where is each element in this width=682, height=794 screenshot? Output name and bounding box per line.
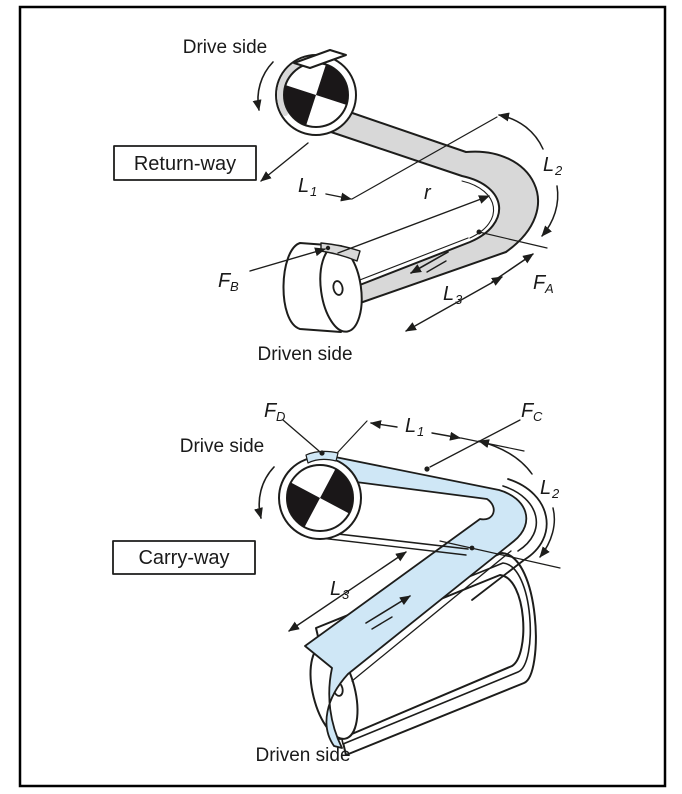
dim-r-arrow	[337, 195, 490, 254]
belt-direction-dash	[426, 260, 447, 273]
return-run-bottom-line	[311, 536, 467, 556]
dim-l2-sub: 2	[551, 486, 560, 501]
fc-label: F	[521, 400, 535, 422]
fc-sub: C	[533, 409, 543, 424]
l2-reference-line	[439, 540, 561, 569]
fa-reference-dot	[476, 229, 482, 235]
dim-l3-line	[405, 276, 503, 332]
belt-wrap-blue-sliver	[305, 450, 339, 464]
belt-edge-detail-line	[351, 237, 469, 284]
dim-l2-sub: 2	[554, 163, 563, 178]
driven-pulley-hole	[332, 280, 344, 296]
return-way-diagram: Drive side Return-way L 1 r L 2 F A L 3 …	[113, 37, 563, 365]
fc-pointer-line	[429, 419, 521, 468]
rotation-arrow-icon	[254, 466, 275, 519]
dim-l3-label: L	[443, 283, 454, 305]
fb-sub: B	[230, 279, 239, 294]
carry-drive-side-label: Drive side	[180, 436, 264, 457]
dim-l3-line	[288, 551, 407, 632]
dim-l1-left-arrow	[260, 142, 309, 182]
bend-outline-inner	[502, 485, 538, 552]
dim-l1-right-arrow	[431, 431, 461, 441]
dim-l2-arc-upper	[498, 112, 544, 150]
fa-sub: A	[544, 281, 554, 296]
fd-label: F	[264, 400, 278, 422]
dim-l2-arc-lower	[541, 185, 559, 237]
dim-l1-right-extension	[460, 437, 525, 452]
dim-l1-left-extension	[337, 420, 368, 453]
carry-driven-side-label: Driven side	[255, 745, 350, 766]
fb-reference-dot	[325, 245, 331, 251]
carry-belt-blue-path	[304, 456, 528, 749]
dim-l1-sub: 1	[310, 184, 317, 199]
return-way-title: Return-way	[134, 153, 236, 175]
checker-mark-icon	[284, 64, 348, 126]
fd-pointer-line	[282, 419, 320, 452]
return-drive-side-label: Drive side	[183, 37, 267, 58]
carry-way-diagram: F D Drive side L 1 F C L 2 Carry-way L 3…	[112, 400, 561, 766]
dim-l3-label: L	[330, 578, 341, 600]
fd-reference-dot	[319, 450, 325, 456]
driven-roller-body	[326, 574, 525, 740]
fa-force-arrow	[491, 253, 534, 283]
dim-l2-arc-lower	[539, 507, 556, 558]
dim-l2-label: L	[540, 477, 551, 499]
fd-sub: D	[276, 409, 285, 424]
fc-reference-dot	[424, 466, 430, 472]
outer-border	[18, 5, 667, 788]
dim-l1-right-arrow	[325, 192, 352, 202]
return-way-title-box	[113, 145, 257, 181]
dim-l1-sub: 1	[417, 424, 424, 439]
fa-reference-line	[478, 231, 548, 249]
dim-l1-extension-line	[351, 116, 498, 200]
belt-end-tab	[293, 49, 347, 69]
fb-label: F	[218, 270, 232, 292]
dim-l1-label: L	[405, 415, 416, 437]
fb-force-arrow	[249, 247, 326, 272]
belt-direction-arrow	[365, 595, 411, 624]
dim-l2-label: L	[543, 154, 554, 176]
dim-l2-arc-upper	[478, 439, 533, 475]
dim-l3-sub: 3	[455, 292, 463, 307]
carry-way-title: Carry-way	[138, 547, 229, 569]
band-underside-line	[351, 550, 512, 682]
dim-r-label: r	[424, 182, 432, 204]
dim-l1-label: L	[298, 175, 309, 197]
return-driven-side-label: Driven side	[257, 344, 352, 365]
dim-l1-left-arrow	[370, 420, 398, 429]
l2-reference-dot	[469, 545, 475, 551]
bend-outline-outer	[471, 478, 548, 601]
belt-direction-arrow	[410, 251, 449, 274]
carry-way-title-box	[112, 540, 256, 575]
checker-mark-icon	[287, 468, 353, 528]
dim-l3-sub: 3	[342, 587, 350, 602]
rotation-arrow-icon	[252, 61, 274, 111]
fa-label: F	[533, 272, 547, 294]
belt-direction-dash	[371, 616, 393, 630]
